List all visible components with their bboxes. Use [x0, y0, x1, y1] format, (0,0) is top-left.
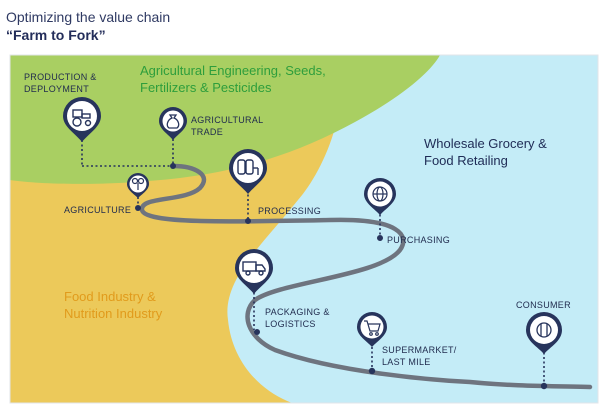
- wholesale-region-label: Wholesale Grocery & Food Retailing: [424, 135, 547, 169]
- node-label-production-line2: DEPLOYMENT: [24, 84, 90, 94]
- path-dots: [135, 163, 548, 390]
- node-label-agricultural-trade-line1: AGRICULTURAL: [191, 115, 264, 125]
- node-label-consumer-line1: CONSUMER: [516, 300, 571, 310]
- cutlery-icon: [536, 322, 552, 338]
- agricultural-region: [10, 55, 440, 184]
- node-label-processing-line1: PROCESSING: [258, 206, 322, 216]
- node-label-processing: PROCESSING: [258, 205, 321, 217]
- shopping-cart-icon: [364, 320, 381, 336]
- node-label-purchasing: PURCHASING: [387, 234, 450, 246]
- purchasing-pin: [364, 178, 396, 215]
- production-pin: [63, 97, 101, 142]
- node-label-purchasing-line1: PURCHASING: [387, 235, 451, 245]
- node-label-agriculture-line1: AGRICULTURE: [64, 205, 132, 215]
- node-label-production: PRODUCTION & DEPLOYMENT: [24, 71, 97, 95]
- wholesale-region-line1: Wholesale Grocery &: [424, 136, 547, 151]
- wholesale-region-line2: Food Retailing: [424, 153, 508, 168]
- node-label-packaging-line1: PACKAGING &: [265, 307, 330, 317]
- supply-chain-path: [139, 163, 593, 390]
- truck-icon: [242, 261, 266, 276]
- node-label-supermarket: SUPERMARKET/ LAST MILE: [382, 344, 457, 368]
- node-label-supermarket-line1: SUPERMARKET/: [382, 345, 457, 355]
- food-industry-region-label: Food Industry & Nutrition Industry: [64, 288, 162, 322]
- agricultural-region-label: Agricultural Engineering, Seeds, Fertili…: [140, 62, 326, 96]
- page-title: Optimizing the value chain: [6, 9, 171, 25]
- node-label-agricultural-trade-line2: TRADE: [191, 127, 224, 137]
- globe-icon: [372, 186, 388, 202]
- node-label-agriculture: AGRICULTURE: [64, 204, 131, 216]
- factory-tanks-icon: [237, 159, 259, 175]
- food-industry-region-line2: Nutrition Industry: [64, 306, 163, 321]
- agricultural-region-line1: Agricultural Engineering, Seeds,: [140, 63, 326, 78]
- node-label-production-line1: PRODUCTION &: [24, 72, 97, 82]
- packaging-pin: [235, 249, 273, 294]
- processing-pin: [229, 149, 267, 194]
- sprout-icon: [131, 177, 145, 190]
- agricultural-region-line2: Fertilizers & Pesticides: [140, 80, 272, 95]
- food-industry-region-line1: Food Industry &: [64, 289, 156, 304]
- agricultural-trade-pin: [159, 107, 187, 140]
- node-label-packaging-line2: LOGISTICS: [265, 319, 316, 329]
- grain-sack-icon: [166, 114, 180, 129]
- tractor-icon: [72, 109, 92, 127]
- node-label-packaging: PACKAGING & LOGISTICS: [265, 306, 330, 330]
- page-subtitle: “Farm to Fork”: [6, 27, 106, 43]
- supermarket-pin: [357, 312, 387, 347]
- node-label-consumer: CONSUMER: [516, 299, 571, 311]
- consumer-pin: [526, 312, 562, 354]
- node-label-supermarket-line2: LAST MILE: [382, 357, 431, 367]
- agriculture-pin: [127, 173, 149, 198]
- node-label-agricultural-trade: AGRICULTURAL TRADE: [191, 114, 263, 138]
